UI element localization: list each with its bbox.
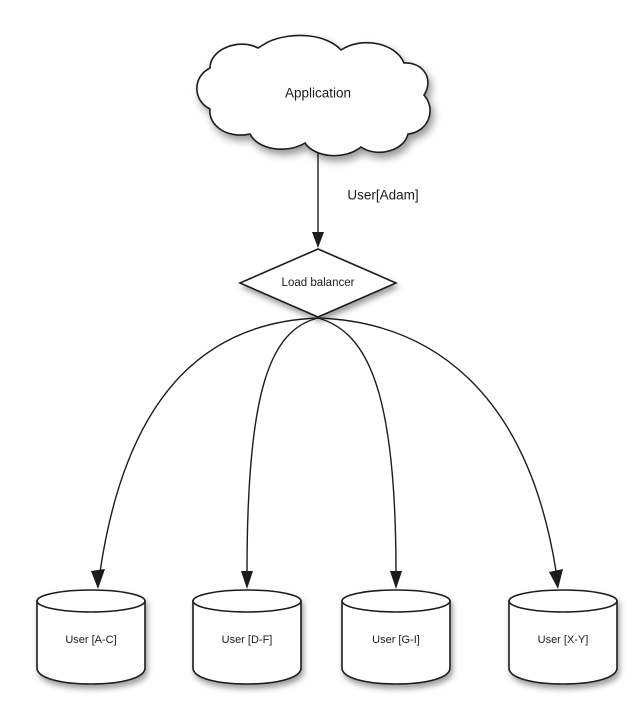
- database-label-4: User [X-Y]: [538, 634, 589, 646]
- database-label-2: User [D-F]: [222, 634, 273, 646]
- cylinder-body: [192, 600, 302, 685]
- node-database-1[interactable]: User [A-C]: [36, 589, 146, 685]
- database-label-1: User [A-C]: [65, 634, 116, 646]
- arrowhead-icon: [549, 569, 563, 589]
- node-database-3[interactable]: User [G-I]: [341, 589, 451, 685]
- cylinder-top: [341, 589, 451, 613]
- edge-curve-2: [246, 317, 319, 573]
- edge-label-user-adam: User[Adam]: [347, 188, 418, 203]
- cylinder-body: [341, 600, 451, 685]
- cylinder-top: [192, 589, 302, 613]
- edge-balancer-to-db-2: [241, 317, 319, 589]
- node-database-2[interactable]: User [D-F]: [192, 589, 302, 685]
- arrowhead-icon: [241, 571, 253, 589]
- edge-balancer-to-db-1: [91, 317, 319, 589]
- edge-balancer-to-db-3: [317, 317, 402, 589]
- edge-application-to-balancer: User[Adam]: [312, 152, 419, 248]
- cylinder-body: [508, 600, 618, 685]
- diamond-shape: [237, 248, 399, 318]
- database-label-3: User [G-I]: [372, 634, 420, 646]
- edge-curve-3: [317, 317, 397, 573]
- arrowhead-icon: [312, 232, 324, 248]
- edge-curve-4: [317, 317, 557, 572]
- arrowhead-icon: [390, 571, 402, 589]
- node-load-balancer[interactable]: Load balancer: [237, 248, 399, 318]
- load-balancer-label: Load balancer: [282, 277, 355, 289]
- edge-balancer-to-db-4: [317, 317, 563, 589]
- cloud-shape: [196, 34, 431, 157]
- node-application-cloud[interactable]: Application: [196, 34, 431, 157]
- cloud-label: Application: [285, 86, 351, 101]
- cylinder-top: [508, 589, 618, 613]
- arrowhead-icon: [91, 569, 105, 589]
- cylinder-body: [36, 600, 146, 685]
- edge-curve-1: [99, 317, 319, 573]
- node-database-4[interactable]: User [X-Y]: [508, 589, 618, 685]
- cylinder-top: [36, 589, 146, 613]
